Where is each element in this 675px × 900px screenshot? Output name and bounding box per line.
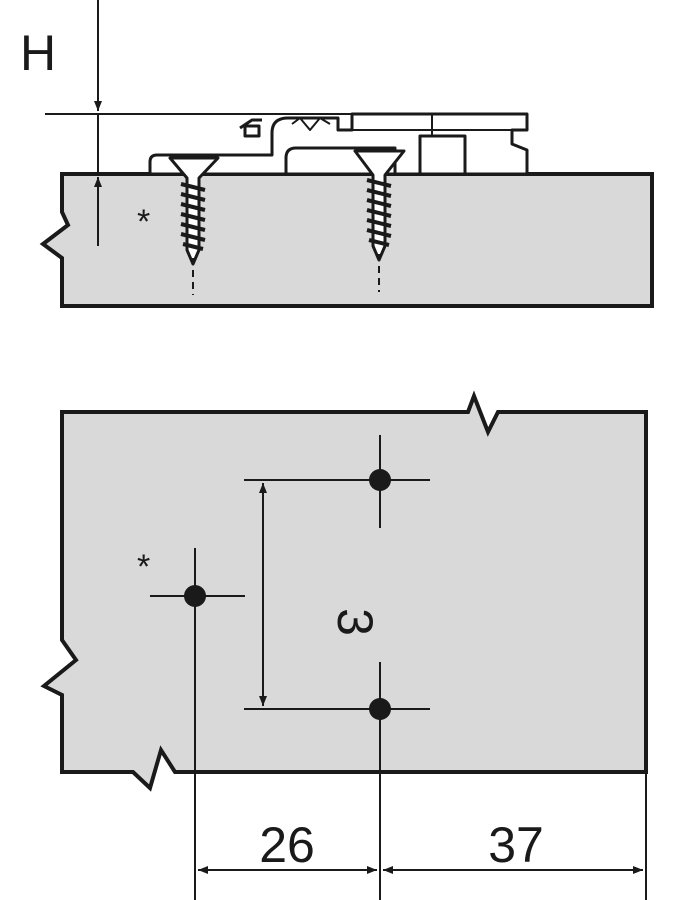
screw-left [168, 156, 220, 295]
top-panel [40, 390, 648, 792]
mounting-plate-profile [148, 112, 529, 176]
hole-upper-right [369, 469, 391, 491]
dimension-37-label: 37 [488, 817, 544, 873]
side-panel [39, 172, 654, 308]
screw-right [353, 149, 406, 292]
side-view: H * [20, 0, 654, 308]
top-view: 3 * 26 37 [40, 390, 648, 900]
hole-left-marked [184, 585, 206, 607]
side-asterisk: * [137, 203, 150, 241]
height-label: H [20, 25, 56, 81]
vertical-dimension-label: 3 [327, 608, 383, 636]
hole-lower-right [369, 698, 391, 720]
top-asterisk: * [137, 548, 150, 586]
dimension-26-label: 26 [259, 817, 315, 873]
height-dimension [45, 0, 352, 246]
